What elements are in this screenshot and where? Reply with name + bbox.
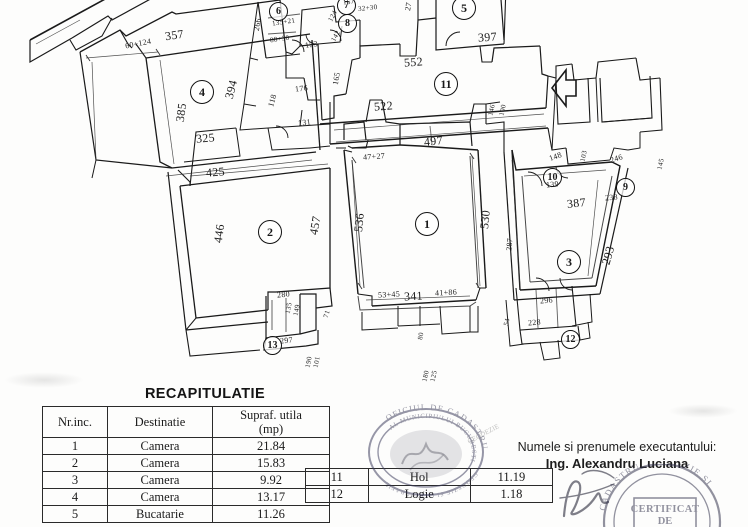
recapitulatie-section: RECAPITULATIE Nr.inc. Destinatie Supraf.… [42, 386, 332, 523]
dim-80: 80 [416, 331, 426, 341]
dim-41-86: 41+86 [434, 287, 458, 298]
table-row: 2 Camera 15.83 [42, 454, 330, 472]
recapitulatie-title: RECAPITULATIE [144, 386, 266, 402]
dim-153: 153 [304, 39, 319, 50]
dim-425: 425 [205, 164, 226, 180]
dim-176: 176 [294, 83, 309, 94]
floor-plan-svg [29, 0, 663, 361]
executant-name: Ing. Alexandru Luciana [545, 455, 689, 471]
dim-341: 341 [403, 288, 424, 304]
dim-385: 385 [172, 102, 190, 123]
cell-nr: 12 [305, 485, 369, 503]
dim-47-27: 47+27 [362, 151, 386, 162]
cell-nr: 5 [42, 505, 108, 523]
dim-297: 297 [279, 335, 294, 346]
cell-nr: 4 [42, 488, 108, 506]
cell-dest: Camera [106, 437, 214, 455]
cell-dest: Hol [367, 468, 471, 486]
recapitulatie-table: Nr.inc. Destinatie Supraf. utila (mp) 1 … [42, 406, 330, 523]
room-number-9: 9 [616, 178, 635, 197]
table-header-row: Nr.inc. Destinatie Supraf. utila (mp) [42, 406, 330, 438]
cell-dest: Bucatarie [106, 505, 214, 523]
room-number-6: 6 [269, 2, 288, 21]
dim-397: 397 [477, 29, 498, 45]
table-row: 12 Logie 1.18 [305, 485, 554, 503]
room-number-12: 12 [561, 330, 580, 349]
cell-dest: Camera [106, 471, 214, 489]
dim-357: 357 [164, 26, 185, 44]
table-row: 11 Hol 11.19 [305, 468, 554, 486]
dim-296: 296 [539, 295, 554, 306]
cell-nr: 3 [42, 471, 108, 489]
room-number-8: 8 [338, 14, 357, 33]
table-row: 1 Camera 21.84 [42, 437, 330, 455]
cell-nr: 2 [42, 454, 108, 472]
recapitulatie-table-continued: 11 Hol 11.19 12 Logie 1.18 [305, 468, 555, 503]
table-row: 4 Camera 13.17 [42, 488, 330, 506]
cell-supraf: 11.26 [212, 505, 330, 523]
cell-supraf: 21.84 [212, 437, 330, 455]
cell-nr: 1 [42, 437, 108, 455]
dim-131: 131 [297, 117, 312, 128]
dim-536: 536 [351, 212, 367, 233]
room-number-2: 2 [258, 220, 282, 244]
cell-supraf: 15.83 [212, 454, 330, 472]
room-number-4: 4 [190, 80, 214, 104]
cell-nr: 11 [305, 468, 369, 486]
north-arrow-icon [550, 67, 577, 109]
oval-stamp-cadastru: OFICIUL DE CADASTRU AL MUNICIPIULUI BUCU… [368, 402, 489, 498]
executant-label: Numele si prenumele executantului: [517, 440, 717, 454]
dim-530: 530 [477, 209, 493, 230]
scan-artifact [4, 372, 84, 388]
dim-53-45: 53+45 [377, 289, 401, 300]
dim-228: 228 [527, 317, 542, 328]
svg-text:CERTIFICAT: CERTIFICAT [631, 504, 700, 515]
dim-387: 387 [566, 195, 587, 211]
round-stamp-certificat: CADASTRU, GEODEZIE SI CERTIFICAT DE [597, 464, 722, 527]
floor-plan-drawing: 4 2 1 3 5 6 7 8 9 10 11 12 13 357 394 38… [29, 0, 666, 382]
cell-supraf: 1.18 [469, 485, 554, 503]
dim-27: 27 [403, 1, 414, 12]
header-suprafata-line2: (mp) [258, 422, 284, 436]
header-nr: Nr.inc. [42, 406, 108, 438]
header-suprafata-line1: Supraf. utila [240, 408, 302, 422]
dim-497: 497 [423, 133, 444, 149]
cell-dest: Camera [106, 454, 214, 472]
dim-522: 522 [373, 98, 394, 114]
dim-280: 280 [276, 289, 291, 300]
executant-block: Numele si prenumele executantului: Ing. … [492, 440, 742, 472]
cell-dest: Camera [106, 488, 214, 506]
room-number-13: 13 [263, 336, 282, 355]
header-suprafata: Supraf. utila (mp) [212, 406, 330, 438]
svg-text:DE: DE [658, 516, 673, 527]
dim-552: 552 [403, 54, 424, 70]
scan-artifact [668, 404, 738, 418]
room-number-11: 11 [434, 72, 458, 96]
dim-446: 446 [210, 223, 228, 244]
table-row: 3 Camera 9.92 [42, 471, 330, 489]
dim-325: 325 [195, 130, 216, 146]
room-number-5: 5 [452, 0, 476, 20]
dim-238: 238 [604, 192, 619, 203]
header-destinatie: Destinatie [106, 406, 214, 438]
table-row: 5 Bucatarie 11.26 [42, 505, 330, 523]
room-number-1: 1 [415, 212, 439, 236]
room-number-10: 10 [543, 168, 562, 187]
dim-287: 287 [504, 237, 515, 252]
executant-signature [559, 469, 615, 518]
dim-139: 139 [545, 179, 560, 190]
room-number-3: 3 [557, 250, 581, 274]
